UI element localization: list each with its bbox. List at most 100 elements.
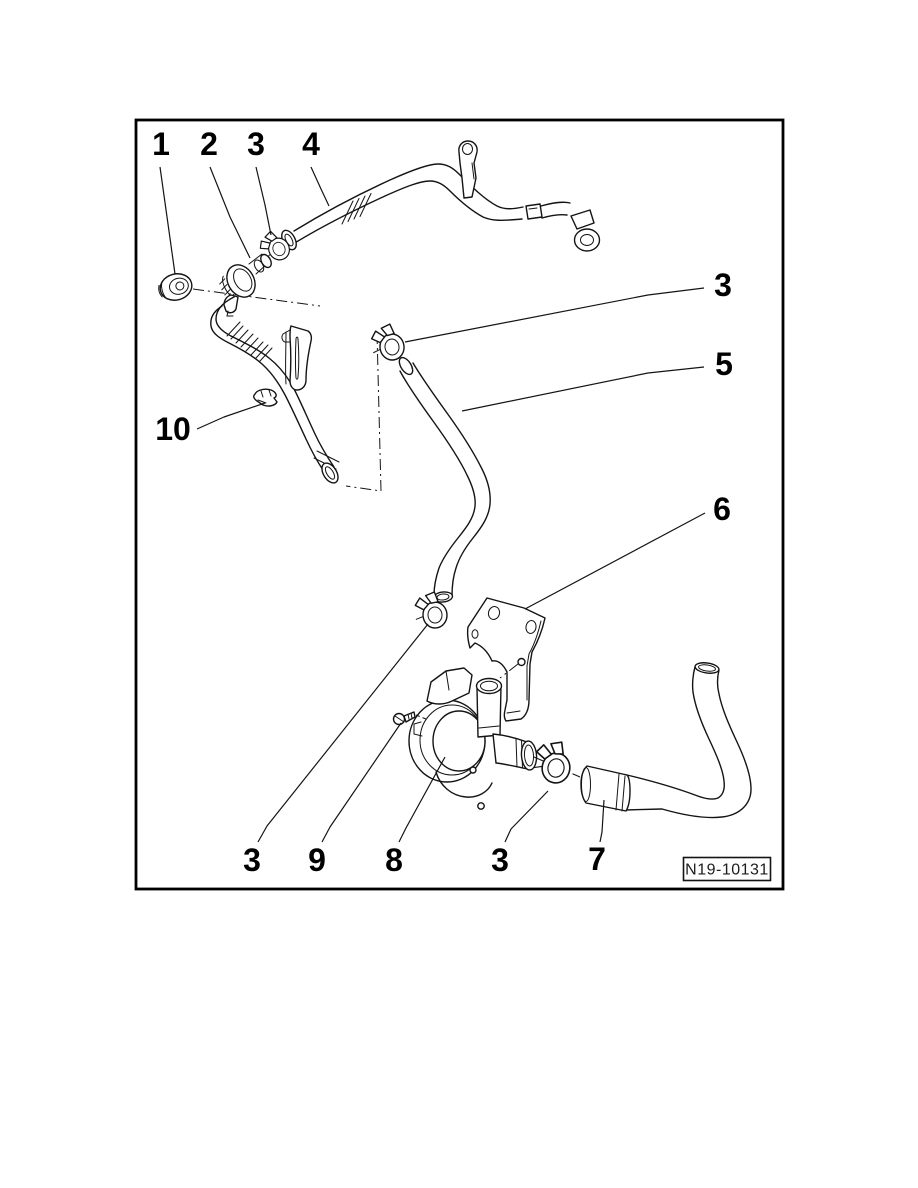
nut-bore — [175, 281, 185, 291]
bracket-hole-3 — [471, 629, 479, 639]
leader-line-3-bottom-right — [504, 790, 549, 843]
pump-bottom-stud — [477, 802, 485, 810]
hose-4-lower-edge — [284, 180, 523, 250]
connector-neck-upper — [248, 253, 263, 265]
nut-axis-centerline — [192, 288, 321, 307]
clip-part-10 — [253, 388, 278, 407]
hose-4-clip-detail — [528, 207, 538, 210]
callout-10-label: 10 — [155, 411, 191, 447]
cap-ribs — [219, 278, 235, 301]
hose-4-end-band — [570, 209, 595, 230]
leader-line-4 — [310, 166, 330, 207]
tab-edge-line — [471, 162, 475, 180]
seal-ring — [253, 259, 265, 273]
hose-5-top-end — [398, 356, 414, 376]
leader-line-3-top — [255, 166, 272, 236]
leader-line-6 — [524, 512, 706, 610]
leader-line-5 — [461, 366, 705, 412]
hose-4-upper-edge — [293, 163, 524, 232]
branch-end-ring — [321, 462, 339, 484]
callout-6-label: 6 — [713, 491, 731, 527]
leader-line-1 — [159, 166, 176, 275]
callout-8-label: 8 — [385, 842, 403, 878]
hose-7-cuff-ring — [615, 773, 626, 812]
strap-body — [289, 325, 313, 391]
screw-head-slot — [394, 715, 405, 723]
hose-7-body — [624, 666, 752, 819]
branch-hose-outer-edge — [215, 296, 335, 468]
pump-flange-edge — [445, 670, 450, 691]
leader-line-10 — [196, 402, 266, 430]
callout-3-top-label: 3 — [247, 126, 265, 162]
hose-4-clip — [525, 203, 543, 220]
leader-line-8 — [398, 756, 446, 843]
clip-body — [253, 388, 278, 407]
pump-part-8 — [408, 667, 538, 810]
hose-5-top-ring — [398, 356, 414, 376]
screw-part-9 — [392, 711, 427, 726]
hose-part-5 — [398, 356, 491, 603]
mounting-tab-hook — [226, 310, 234, 317]
callout-5-label: 5 — [715, 346, 733, 382]
callout-2-label: 2 — [200, 126, 218, 162]
strap-hook — [281, 329, 291, 343]
branch-end-bore — [324, 466, 336, 480]
collar-ring — [347, 198, 360, 222]
hose-part-4 — [281, 140, 601, 252]
hose-4-right-lower — [541, 213, 568, 219]
nut-part-1 — [158, 273, 193, 301]
callout-4-label: 4 — [302, 126, 320, 162]
hose-4-crimp-collar — [341, 193, 372, 225]
assembly-center-lines — [192, 288, 382, 492]
leader-line-3-right — [404, 287, 705, 343]
branch-hose-open-end — [321, 462, 339, 484]
callout-3-bottom-right-label: 3 — [491, 842, 509, 878]
pump-inlet-base-line — [478, 725, 500, 729]
leader-line-9 — [321, 722, 402, 843]
bracket-screw-hole — [517, 657, 526, 667]
figure-number-text: N19-10131 — [685, 862, 769, 879]
callout-labels: 1 2 3 4 3 5 6 10 3 9 8 3 7 — [152, 126, 733, 878]
bracket-hole-2 — [525, 620, 537, 634]
pump-outlet-bore — [523, 744, 535, 767]
tab-hole — [462, 143, 473, 155]
collar-ring — [353, 195, 366, 220]
hose-part-7 — [580, 662, 752, 819]
hose-7-cuff-end-face — [581, 767, 591, 802]
hose-4-retaining-tab — [458, 140, 478, 199]
leader-line-2 — [209, 166, 251, 259]
nut-face — [168, 277, 189, 295]
pump-volute-front — [432, 710, 486, 772]
banjo-ring — [573, 228, 601, 252]
bracket-to-pump-centerline — [499, 663, 519, 679]
pump-outlet-end — [520, 740, 538, 771]
banjo-ring-bore — [580, 234, 594, 246]
bracket-hole-1 — [487, 606, 501, 620]
branch-hose-centerline — [345, 332, 382, 492]
pump-inlet-bore — [480, 680, 498, 692]
hose-5-left-edge — [399, 370, 476, 596]
pump-side-lug — [413, 721, 423, 737]
pump-top-flange — [426, 667, 473, 705]
hose-4-right-upper — [540, 201, 571, 207]
pump-drain-nipple — [469, 766, 477, 774]
connector-mounting-tab — [223, 294, 239, 314]
leader-line-3-bottom-left — [257, 623, 429, 843]
callout-3-bottom-left-label: 3 — [243, 842, 261, 878]
leader-line-7 — [599, 799, 605, 843]
nut-flange-shading — [158, 280, 168, 300]
hose-7-end-bore — [698, 664, 716, 672]
screw-threads — [407, 712, 413, 720]
leader-lines — [159, 166, 706, 843]
callout-9-label: 9 — [308, 842, 326, 878]
diagram-frame — [134, 118, 785, 891]
hose-5-bottom-end — [432, 591, 454, 603]
branch-hose-inner-edge — [210, 305, 324, 471]
clamp-part-3-middle — [369, 321, 407, 364]
branch-hose — [210, 296, 340, 484]
hose-7-open-end — [694, 662, 720, 674]
branch-hose-corrugation — [226, 321, 273, 362]
callout-3-right-label: 3 — [714, 267, 732, 303]
